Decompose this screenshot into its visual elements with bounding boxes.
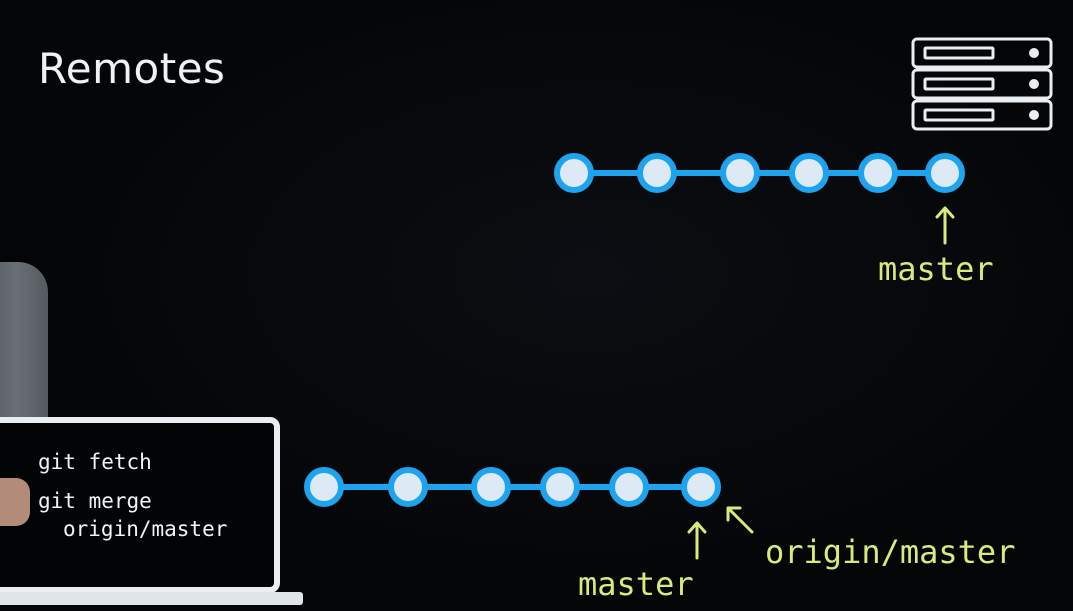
laptop-icon <box>0 417 280 593</box>
command-git-merge: git merge <box>38 489 152 513</box>
remote-master-label: master <box>878 250 994 288</box>
local-commit-node <box>388 467 428 507</box>
slide-title: Remotes <box>38 44 226 93</box>
local-commit-node <box>609 467 649 507</box>
origin-master-label: origin/master <box>765 533 1016 571</box>
local-commit-node <box>540 467 580 507</box>
presenter-hand <box>0 478 30 526</box>
remote-commit-graph <box>554 153 965 193</box>
local-commit-node <box>471 467 511 507</box>
remote-commit-node <box>858 153 898 193</box>
command-origin-master: origin/master <box>63 517 228 541</box>
local-commit-graph <box>304 467 721 507</box>
origin-master-arrow-icon <box>726 506 754 534</box>
remote-commit-node <box>554 153 594 193</box>
server-rack-icon <box>911 37 1053 131</box>
remote-commit-node <box>637 153 677 193</box>
local-commit-node <box>304 467 344 507</box>
remote-commit-node <box>789 153 829 193</box>
command-git-fetch: git fetch <box>38 450 152 474</box>
local-commit-node <box>681 467 721 507</box>
local-master-arrow-icon <box>687 521 707 560</box>
laptop-base <box>0 592 303 605</box>
remote-commit-node <box>720 153 760 193</box>
remote-commit-node <box>925 153 965 193</box>
local-master-label: master <box>578 565 694 603</box>
remote-master-arrow-icon <box>935 206 955 245</box>
